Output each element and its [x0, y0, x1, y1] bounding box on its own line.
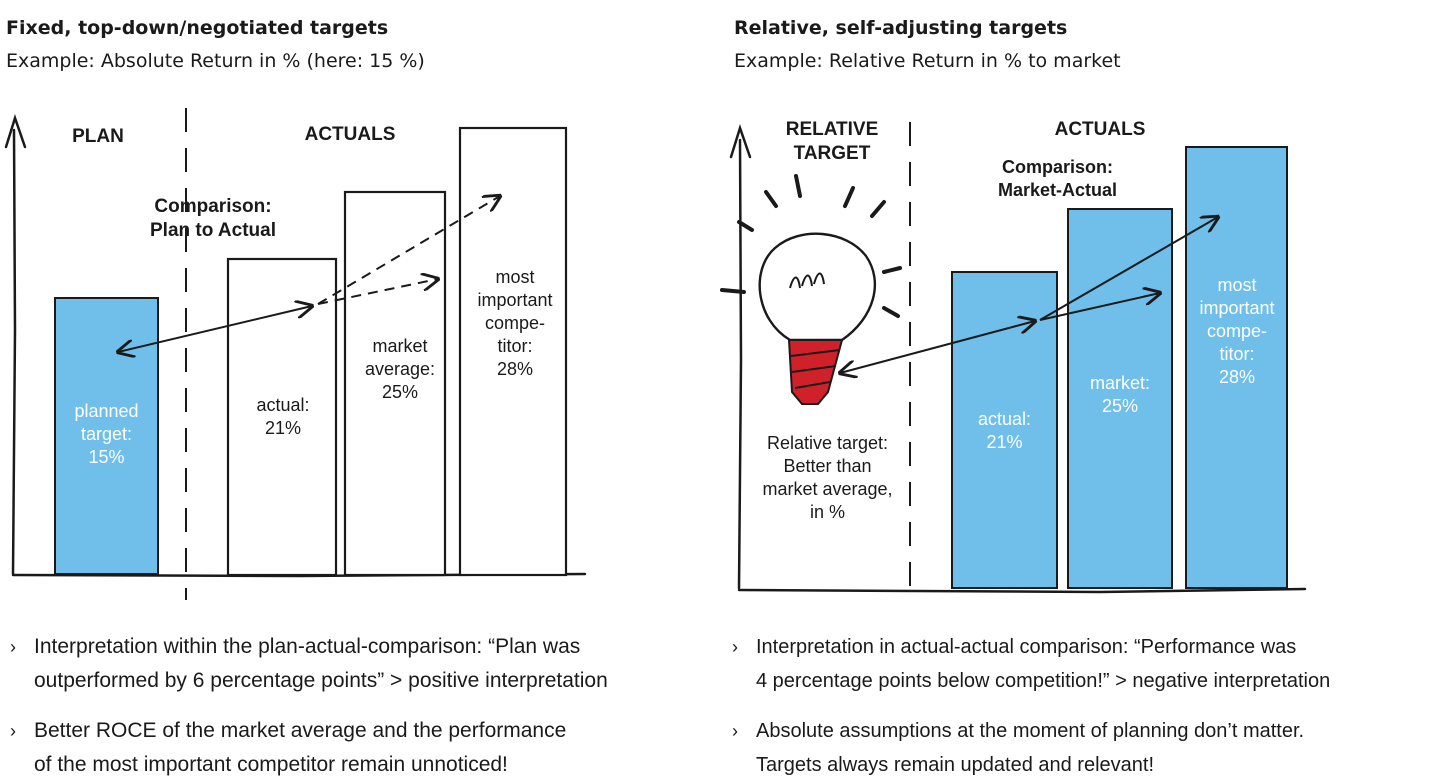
right-bar-market: [1067, 208, 1173, 589]
right-bar-market-label: market:25%: [1089, 373, 1150, 416]
right-arrow-target-actual: [840, 321, 1035, 373]
right-x-axis: [737, 587, 1307, 594]
bullet-marker: ›: [10, 637, 16, 657]
left-subtitle: Example: Absolute Return in % (here: 15 …: [6, 50, 425, 72]
left-bar-market: [343, 190, 447, 577]
right-title: Relative, self-adjusting targets: [734, 17, 1068, 39]
right-actuals-header: ACTUALS: [1054, 119, 1146, 140]
left-title: Fixed, top-down/negotiated targets: [6, 17, 389, 39]
right-bullet-1: › Interpretation in actual-actual compar…: [732, 630, 1452, 700]
right-y-axis-arrowhead: [729, 123, 752, 159]
lightbulb-icon: [720, 174, 902, 405]
right-comparison-label: Comparison:Market-Actual: [997, 157, 1118, 200]
left-y-axis: [11, 128, 17, 576]
right-arrow-to-market: [1039, 293, 1160, 321]
left-y-axis-arrowhead: [4, 113, 27, 149]
right-y-axis: [737, 138, 743, 590]
left-arrow-to-competitor: [317, 196, 500, 305]
right-bullet-2: › Absolute assumptions at the moment of …: [732, 714, 1452, 784]
left-bar-competitor: [458, 126, 568, 577]
left-actuals-header: ACTUALS: [304, 124, 396, 145]
bullet-marker: ›: [10, 721, 16, 741]
right-arrow-to-competitor: [1039, 217, 1218, 321]
left-plan-header: PLAN: [72, 126, 124, 147]
left-arrow-plan-actual: [118, 306, 312, 352]
right-axes: [729, 123, 1307, 594]
left-arrow-to-market: [317, 279, 438, 305]
left-bullet-1: › Interpretation within the plan-actual-…: [10, 630, 730, 700]
left-bullet-2: › Better ROCE of the market average and …: [10, 714, 730, 784]
left-comparison-label: Comparison:Plan to Actual: [150, 196, 276, 241]
right-subtitle: Example: Relative Return in % to market: [734, 50, 1121, 72]
bullet-marker: ›: [732, 637, 738, 657]
bullet-marker: ›: [732, 721, 738, 741]
right-bar-actual-label: actual:21%: [977, 409, 1032, 452]
left-bar-actual-label: actual:21%: [256, 395, 310, 438]
